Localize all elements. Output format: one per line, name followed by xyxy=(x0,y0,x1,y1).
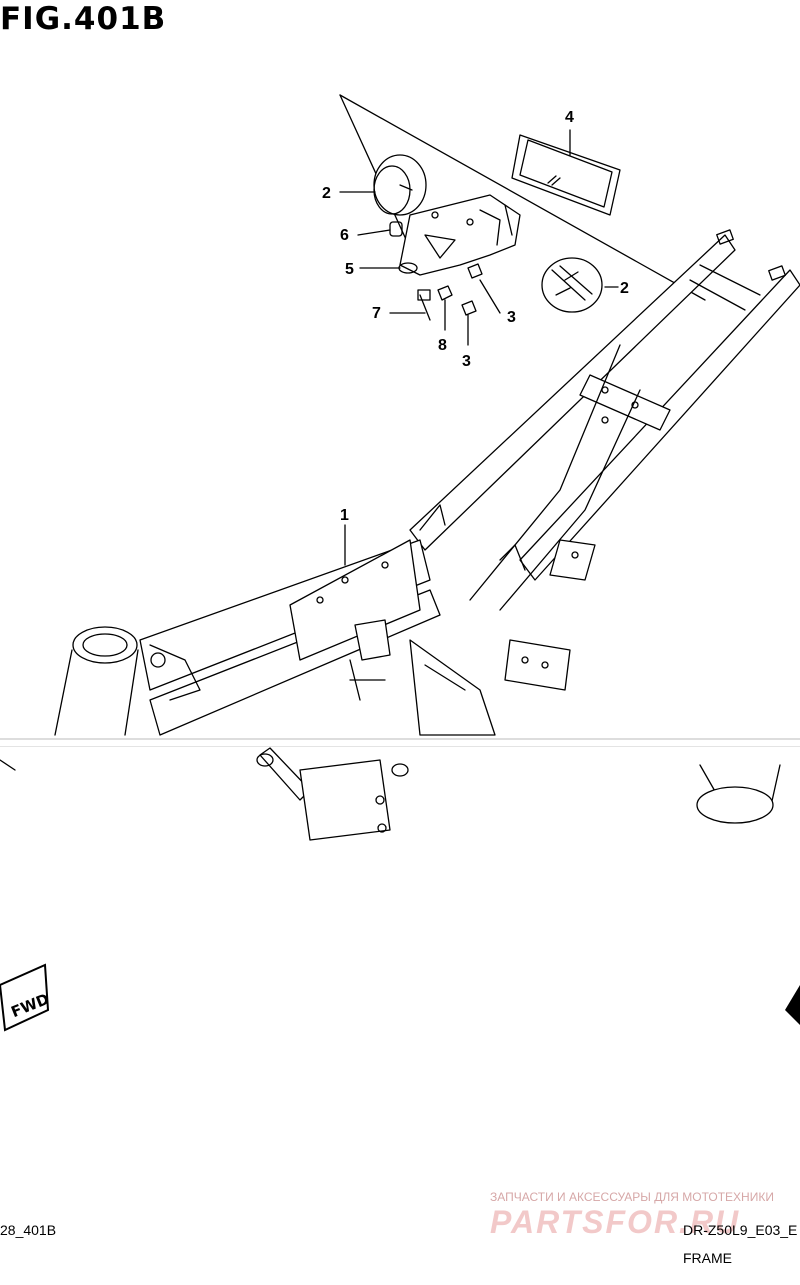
guide-line xyxy=(339,94,706,301)
figure-title: FIG.401B xyxy=(0,1,167,37)
reflector-2-right xyxy=(541,257,603,313)
reflector-4 xyxy=(511,134,621,216)
callout-1: 1 xyxy=(340,507,349,524)
collar-6 xyxy=(389,221,403,237)
bolt-7 xyxy=(417,289,431,321)
callout-2-upper: 2 xyxy=(322,185,331,202)
model-code: DR-Z50L9_E03_E xyxy=(683,1222,798,1238)
callout-5: 5 xyxy=(345,261,354,278)
callout-3-lower: 3 xyxy=(462,353,471,370)
callout-3-upper: 3 xyxy=(507,309,516,326)
nut-3a xyxy=(467,263,483,279)
callout-2-right: 2 xyxy=(620,280,629,297)
callout-4: 4 xyxy=(565,109,574,126)
callout-8: 8 xyxy=(438,337,447,354)
fwd-indicator: FWD xyxy=(0,963,52,1032)
frame-lower-section xyxy=(0,747,781,841)
steering-head xyxy=(54,626,201,736)
watermark-brand: PARTSFOR.RU xyxy=(490,1204,741,1240)
callout-6: 6 xyxy=(340,227,349,244)
nut-8 xyxy=(437,285,453,301)
leader-6 xyxy=(357,229,391,236)
scan-gap-band xyxy=(0,738,800,747)
figure-caption: FRAME xyxy=(683,1250,732,1266)
frame-main-backbone xyxy=(139,504,526,736)
figure-code-left: 28_401B xyxy=(0,1222,57,1238)
nut-3b xyxy=(461,300,477,316)
leader-3a xyxy=(479,279,501,314)
frame-engine-mounts xyxy=(349,539,596,736)
callout-7: 7 xyxy=(372,305,381,322)
fwd-indicator-right xyxy=(785,985,800,1025)
watermark-tagline: ЗАПЧАСТИ И АКСЕССУАРЫ ДЛЯ МОТОТЕХНИКИ xyxy=(490,1190,774,1204)
reflector-bracket xyxy=(399,194,521,276)
frame-rear-rails xyxy=(409,229,800,611)
reflector-2-upper xyxy=(373,154,427,216)
